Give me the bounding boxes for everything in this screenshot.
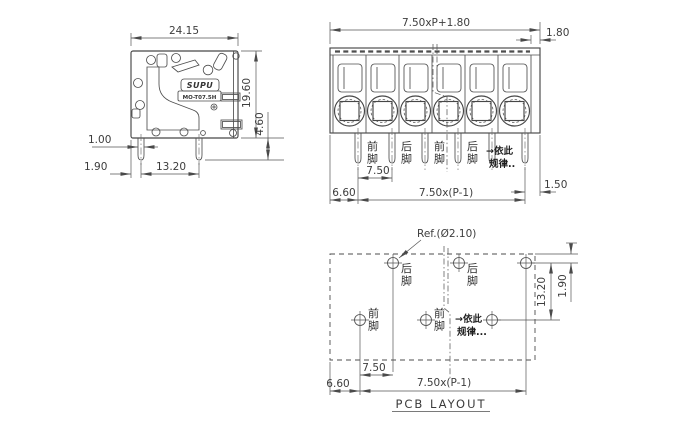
pcb-layout: Ref.(Ø2.10) 后脚 后脚 前脚 前脚 →依此 规律... 13.2 bbox=[326, 228, 578, 412]
dim-side-pin-length: 4.60 bbox=[205, 112, 284, 161]
front-foot-label-2: 前脚 bbox=[434, 139, 445, 166]
front-pin-3 bbox=[421, 127, 429, 171]
dim-front-left-margin-label: 6.60 bbox=[332, 187, 355, 199]
dim-side-pin-offsets: 1.90 13.20 bbox=[84, 140, 200, 178]
footprint-outline bbox=[329, 253, 536, 361]
dim-front-right-margin-label: 1.50 bbox=[544, 179, 567, 191]
dim-front-total-width-label: 7.50xP+1.80 bbox=[402, 17, 470, 29]
pcb-front-foot-label-1: 前脚 bbox=[368, 306, 379, 333]
dim-pcb-row-spacing: 13.20 bbox=[536, 263, 553, 320]
side-pin-front bbox=[137, 133, 145, 166]
terminal-cell-6 bbox=[497, 54, 531, 134]
pcb-rear-foot-label-1: 后脚 bbox=[401, 262, 412, 288]
pcb-hole-front-1 bbox=[350, 310, 370, 330]
rear-foot-label-1: 后脚 bbox=[401, 140, 412, 166]
logo-box: SUPU MO-T07.5H bbox=[177, 78, 222, 102]
front-pin-1 bbox=[354, 127, 362, 171]
dim-front-total-width: 7.50xP+1.80 bbox=[329, 17, 541, 44]
dim-pcb-pin-span-label: 7.50x(P-1) bbox=[417, 377, 471, 389]
dim-pcb-row-spacing-label: 13.20 bbox=[536, 277, 548, 307]
pattern-note-line2: 规律.. bbox=[489, 158, 515, 170]
side-view-body: SUPU MO-T07.5H bbox=[130, 50, 243, 139]
dim-pcb-pitch: 7.50 bbox=[360, 362, 393, 377]
dim-side-width: 24.15 bbox=[130, 25, 239, 46]
break-line bbox=[432, 44, 448, 172]
dim-pcb-pitch-label: 7.50 bbox=[362, 362, 385, 374]
pcb-hole-front-2 bbox=[416, 310, 436, 330]
front-view: 前脚 后脚 前脚 后脚 →依此 规律.. 7.50xP+1.80 1.80 bbox=[329, 17, 569, 204]
dim-front-bottom: 7.50 6.60 7.50x(P-1) 1.50 bbox=[329, 135, 567, 204]
terminal-cell-3 bbox=[398, 54, 432, 134]
dim-side-pin-width: 1.00 bbox=[88, 134, 158, 149]
terminal-cell-1 bbox=[332, 54, 366, 134]
dim-side-width-label: 24.15 bbox=[169, 25, 199, 37]
dim-pcb-bottom: 6.60 7.50x(P-1) bbox=[326, 377, 526, 393]
dim-pcb-left-margin-label: 6.60 bbox=[326, 378, 349, 390]
dim-pcb-edge-offset-label: 1.90 bbox=[557, 274, 569, 297]
front-pin-2 bbox=[388, 127, 396, 171]
pcb-pattern-note-line2: 规律... bbox=[457, 326, 487, 338]
pcb-front-foot-label-2: 前脚 bbox=[434, 306, 445, 333]
lever-flange bbox=[146, 66, 200, 131]
front-pin-4 bbox=[454, 127, 462, 171]
dim-front-pin-span-label: 7.50x(P-1) bbox=[419, 187, 473, 199]
front-foot-label-1: 前脚 bbox=[367, 139, 378, 166]
dim-side-height: 19.60 bbox=[241, 50, 284, 139]
side-view: SUPU MO-T07.5H 24.15 bbox=[84, 25, 284, 178]
dim-side-pin-width-label: 1.00 bbox=[88, 134, 111, 146]
rear-foot-label-2: 后脚 bbox=[467, 140, 478, 166]
model-number-text: MO-T07.5H bbox=[183, 95, 217, 101]
pcb-layout-title: PCB LAYOUT bbox=[395, 397, 486, 411]
hole-ref-label: Ref.(Ø2.10) bbox=[417, 228, 476, 240]
pcb-pattern-note-line1: →依此 bbox=[455, 313, 482, 325]
front-pin-6 bbox=[521, 127, 529, 171]
pcb-break-line bbox=[443, 246, 451, 380]
dim-side-pin-spacing-label: 13.20 bbox=[156, 161, 186, 173]
dim-side-pin-length-label: 4.60 bbox=[254, 112, 266, 135]
terminal-cell-4 bbox=[431, 54, 465, 134]
dim-front-end-margin-label: 1.80 bbox=[546, 27, 569, 39]
pattern-note-line1: →依此 bbox=[486, 145, 513, 157]
terminal-cell-2 bbox=[365, 54, 399, 134]
brand-logo-text: SUPU bbox=[187, 81, 214, 90]
dim-pcb-edge-offset: 1.90 bbox=[557, 243, 573, 302]
pcb-hole-rear-1 bbox=[383, 253, 403, 273]
dim-front-pitch-label: 7.50 bbox=[366, 165, 389, 177]
dim-front-end-margin: 1.80 bbox=[516, 27, 569, 44]
terminal-cell-5 bbox=[464, 54, 498, 134]
side-pin-rear bbox=[195, 133, 203, 166]
front-view-body bbox=[329, 44, 541, 172]
pcb-rear-foot-label-2: 后脚 bbox=[467, 262, 478, 288]
dim-side-edge-to-pin-label: 1.90 bbox=[84, 161, 107, 173]
dim-side-height-label: 19.60 bbox=[241, 78, 253, 108]
pcb-hole-rear-2 bbox=[449, 253, 469, 273]
